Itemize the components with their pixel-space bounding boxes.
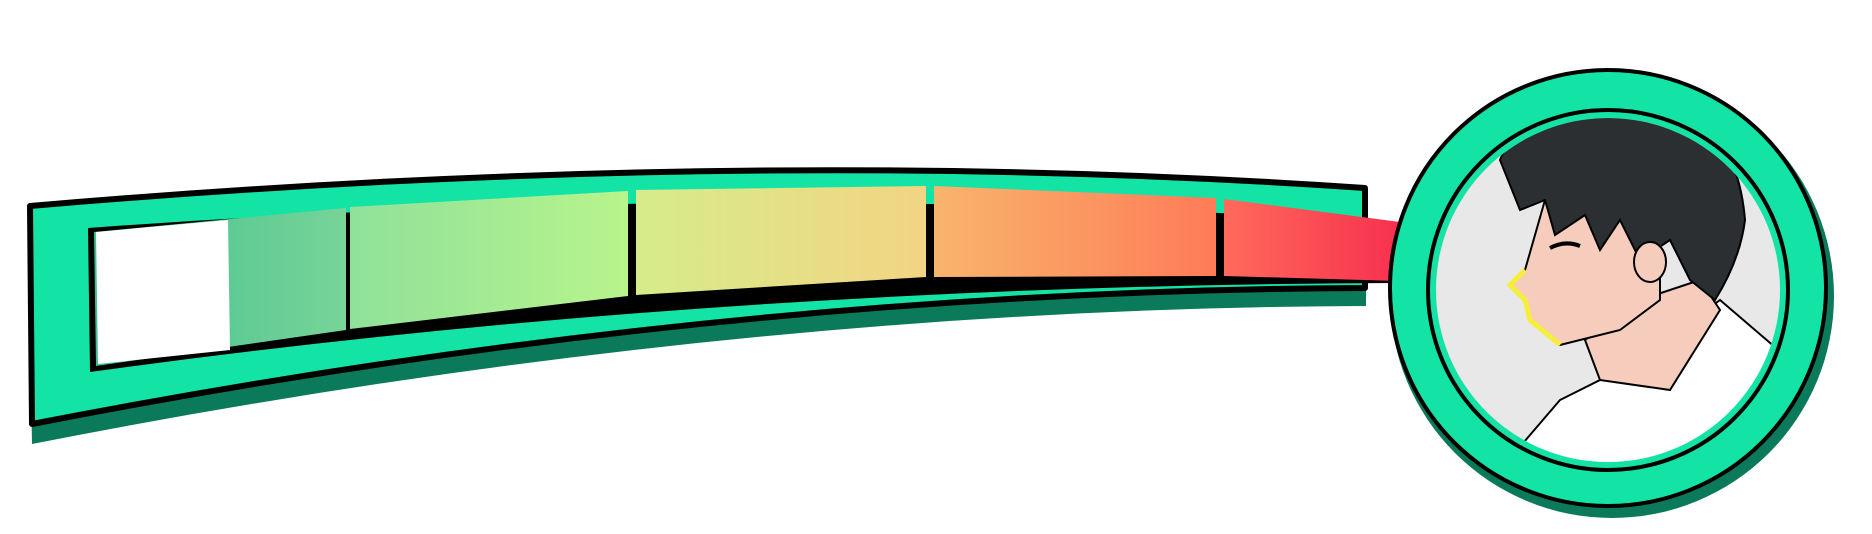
portrait-ear — [1633, 241, 1667, 283]
meter-segment-4 — [934, 186, 1216, 277]
meter-segment-empty — [96, 220, 230, 364]
meter-segments — [94, 186, 1400, 366]
meter-segment-3 — [636, 186, 926, 295]
portrait-ring-inner — [1426, 108, 1790, 472]
portrait-eye — [1549, 241, 1581, 250]
meter-segment-5 — [1224, 199, 1400, 281]
meter-segment-2 — [350, 191, 628, 329]
portrait-glow — [1506, 268, 1562, 347]
